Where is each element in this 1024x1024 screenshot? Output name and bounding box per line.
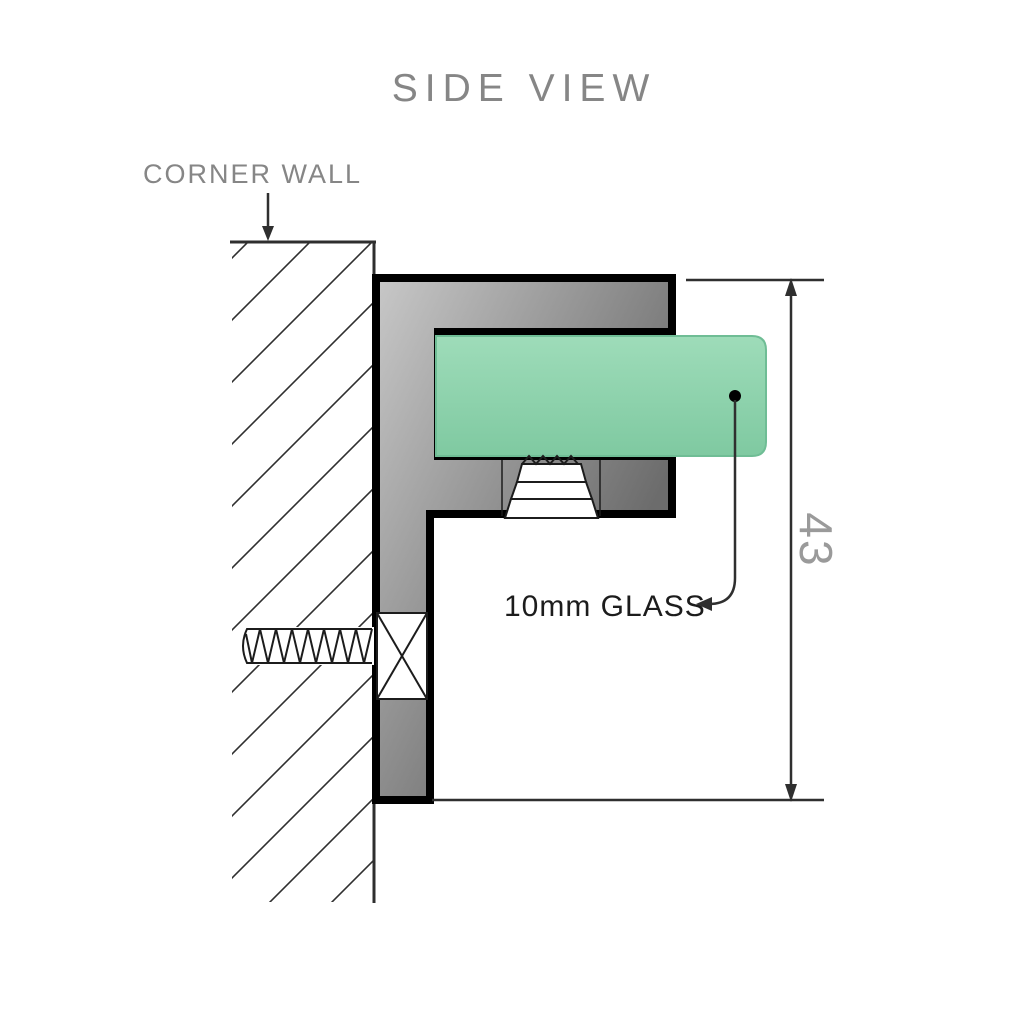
glass-shape bbox=[435, 335, 767, 457]
grub-screw-thread bbox=[521, 454, 579, 466]
glass-panel bbox=[435, 335, 767, 457]
arrowhead-up bbox=[785, 278, 797, 296]
hatch-line bbox=[232, 487, 373, 632]
wall-outline bbox=[230, 240, 376, 903]
arrowhead-left bbox=[696, 597, 712, 611]
hatch-line bbox=[232, 242, 312, 322]
hatch-line bbox=[268, 797, 373, 902]
glass-callout-dot bbox=[729, 390, 741, 402]
hatch-line bbox=[232, 549, 373, 694]
dimension-43: 43 bbox=[432, 278, 842, 802]
wall-screw bbox=[242, 612, 428, 700]
glass-thickness-callout: 10mm GLASS bbox=[504, 400, 737, 623]
arrowhead-down-wall bbox=[262, 226, 274, 241]
hatch-line bbox=[232, 425, 373, 570]
corner-wall-callout: CORNER WALL bbox=[143, 159, 362, 241]
wall-hatching bbox=[225, 242, 380, 1024]
arrowhead-down bbox=[785, 784, 797, 802]
hatch-line bbox=[225, 916, 380, 1024]
hatch-line bbox=[232, 301, 373, 446]
hatch-line bbox=[232, 673, 373, 818]
hatch-line bbox=[232, 242, 373, 384]
screw-head-cross bbox=[376, 612, 428, 700]
glass-thickness-label: 10mm GLASS bbox=[504, 590, 706, 623]
grub-screw-base bbox=[503, 498, 600, 519]
screw-shaft-outline bbox=[242, 628, 372, 664]
grub-screw-mid bbox=[509, 481, 594, 500]
hatch-line bbox=[232, 363, 373, 508]
dimension-value: 43 bbox=[790, 512, 842, 567]
hatch-line bbox=[232, 735, 373, 880]
screw-threads bbox=[245, 628, 373, 664]
hatch-line bbox=[330, 859, 373, 902]
grub-screw-top bbox=[515, 463, 588, 483]
grub-screw bbox=[501, 454, 601, 519]
screw-head bbox=[376, 612, 428, 700]
diagram-title: SIDE VIEW bbox=[392, 67, 657, 110]
corner-wall-label: CORNER WALL bbox=[143, 159, 362, 189]
